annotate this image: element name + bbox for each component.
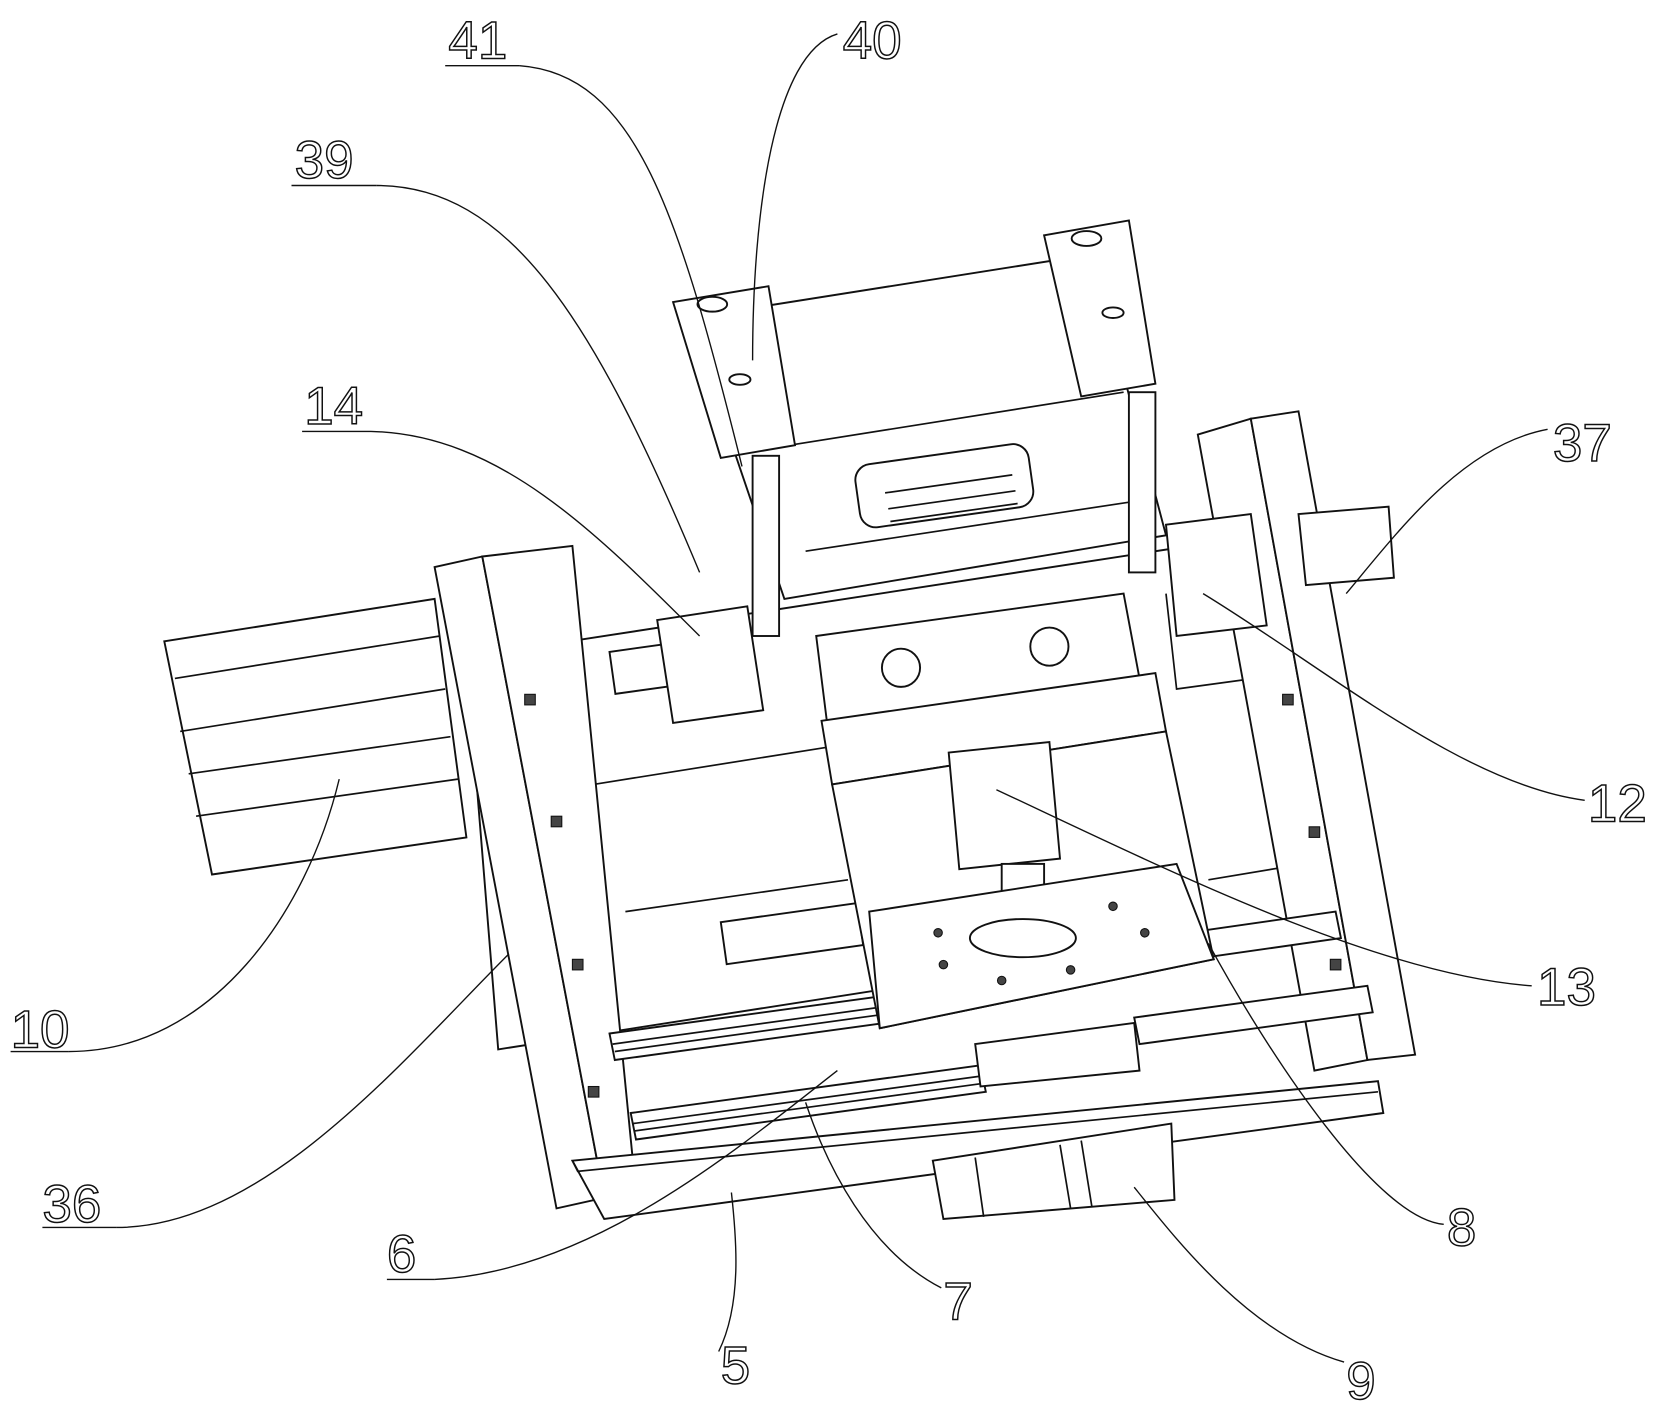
- upper-housing: [671, 219, 1168, 637]
- linear-rails: [608, 910, 1374, 1141]
- label-6: 6: [387, 1225, 416, 1284]
- label-8: 8: [1447, 1198, 1476, 1257]
- label-5: 5: [721, 1336, 750, 1395]
- central-carriage: [815, 592, 1215, 1030]
- label-40: 40: [843, 11, 902, 70]
- label-7: 7: [943, 1273, 972, 1332]
- label-14: 14: [304, 377, 363, 436]
- label-9: 9: [1346, 1352, 1375, 1411]
- label-41: 41: [448, 11, 507, 70]
- label-36: 36: [42, 1175, 101, 1234]
- label-39: 39: [295, 131, 354, 190]
- label-12: 12: [1588, 774, 1647, 833]
- base-plate: [570, 1021, 1385, 1221]
- bottom-motor: [931, 1122, 1176, 1221]
- label-37: 37: [1553, 414, 1612, 473]
- left-motor: [163, 597, 468, 876]
- cylinders: [608, 505, 1395, 724]
- label-13: 13: [1537, 958, 1596, 1017]
- leader-lines: [10, 33, 1585, 1363]
- label-10: 10: [11, 1000, 70, 1059]
